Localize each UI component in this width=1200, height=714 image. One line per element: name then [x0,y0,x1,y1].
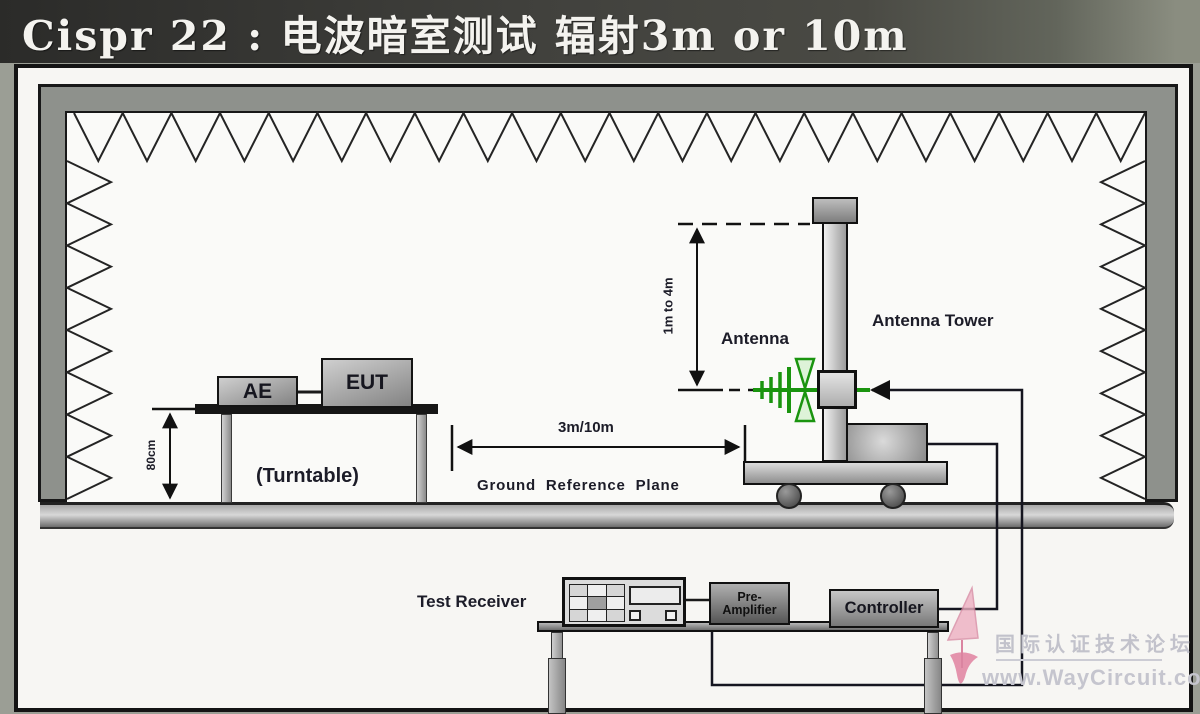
tower-wheel-left [776,483,802,509]
equipment-table-foot-left [548,658,566,714]
antenna-mast-cap [812,197,858,224]
controller-box: Controller [829,589,939,628]
ground-reference-plane-floor [40,502,1174,529]
tower-platform [743,461,948,485]
antenna-tower-label: Antenna Tower [872,311,994,330]
turntable-leg-left [221,414,232,503]
receiver-button-grid [569,584,625,622]
pre-amplifier-label-line2: Amplifier [722,602,777,617]
ground-plane-label: Ground Reference Plane [477,477,680,494]
watermark-divider [996,659,1162,661]
ae-label: AE [242,379,273,403]
receiver-button-small-right [665,610,677,621]
equipment-table-foot-right [924,658,942,714]
distance-dimension-label: 3m/10m [558,419,614,436]
antenna-height-label: 1m to 4m [660,277,676,335]
table-height-label: 80cm [144,439,158,471]
receiver-display [629,586,681,605]
test-receiver-box [562,577,686,627]
pre-amplifier-label-line1: Pre- [737,589,762,604]
antenna-carriage [817,370,857,409]
pre-amplifier-box: Pre- Amplifier [709,582,790,625]
tower-motor-box [846,423,928,463]
turntable-top [195,404,438,414]
turntable-leg-right [416,414,427,503]
eut-box: EUT [321,358,413,408]
eut-label: EUT [346,371,388,394]
watermark-forum-text: 国际认证技术论坛 [995,634,1195,656]
antenna-mast [822,222,848,462]
page-title: Cispr 22 : 电波暗室测试 辐射3m or 10m [22,11,909,60]
turntable-caption: (Turntable) [256,465,359,487]
tower-wheel-right [880,483,906,509]
ae-box: AE [217,376,298,407]
test-receiver-label: Test Receiver [417,592,527,611]
watermark-site-text: www.WayCircuit.com [982,665,1200,690]
receiver-button-small-left [629,610,641,621]
antenna-label: Antenna [721,329,789,348]
controller-label: Controller [844,599,924,617]
title-bar: Cispr 22 : 电波暗室测试 辐射3m or 10m [0,0,1200,63]
